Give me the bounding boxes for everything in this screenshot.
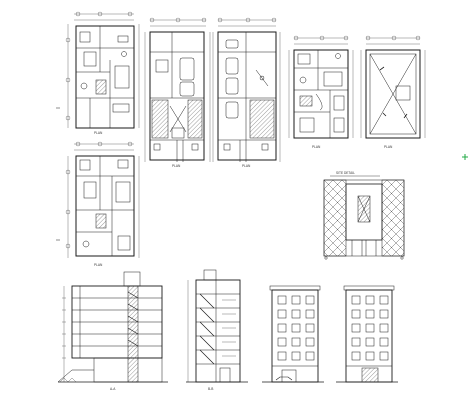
dimension-lines	[212, 17, 281, 162]
front-elevation	[262, 285, 324, 383]
roof-plan: PLAN	[360, 35, 426, 149]
parking-plan-2-caption: PLAN	[242, 164, 251, 168]
typical-plan-caption: PLAN	[312, 145, 321, 149]
plan-2-caption: PLAN	[94, 263, 103, 267]
first-floor-plan: PLAN	[56, 141, 140, 267]
cross-section: B-B	[186, 269, 248, 391]
accent-marker	[462, 154, 468, 160]
rear-elevation	[336, 285, 398, 383]
section-b-caption: B-B	[208, 387, 213, 391]
roof-plan-caption: PLAN	[384, 145, 393, 149]
site-detail-title: SITE DETAIL	[336, 171, 355, 175]
parking-plan-1: PLAN	[144, 17, 211, 168]
longitudinal-section: A-A	[57, 271, 168, 391]
plan-1-caption: PLAN	[94, 131, 103, 135]
parking-plan-2: PLAN	[212, 17, 281, 168]
dimension-lines	[144, 17, 211, 162]
parking-plan-1-caption: PLAN	[172, 164, 181, 168]
dimension-lines	[65, 11, 140, 128]
dimension-lines	[288, 35, 354, 138]
section-a-caption: A-A	[110, 387, 116, 391]
ground-floor-plan: PLAN	[56, 11, 140, 135]
typical-floor-plan: PLAN	[288, 35, 354, 149]
site-detail: SITE DETAIL	[323, 171, 405, 260]
dimension-lines	[360, 35, 426, 138]
dimension-lines	[65, 141, 140, 258]
